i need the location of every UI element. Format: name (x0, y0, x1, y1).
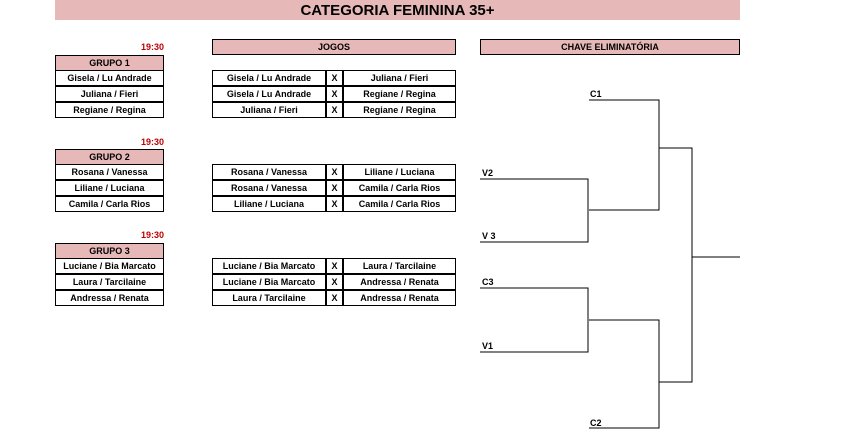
game-team-a: Rosana / Vanessa (212, 164, 326, 180)
versus-mark: X (326, 164, 343, 180)
group-2-pair-1: Rosana / Vanessa (55, 164, 164, 180)
group-1-pair-2: Juliana / Fieri (55, 86, 164, 102)
game-team-b: Juliana / Fieri (343, 70, 456, 86)
versus-mark: X (326, 180, 343, 196)
game-team-b: Andressa / Renata (343, 290, 456, 306)
game-team-b: Liliane / Luciana (343, 164, 456, 180)
game-team-a: Laura / Tarcilaine (212, 290, 326, 306)
game-team-b: Laura / Tarcilaine (343, 258, 456, 274)
bracket-slot-c2: C2 (590, 418, 602, 428)
bracket-slot-v3: V 3 (482, 231, 496, 241)
group-1-pair-1: Gisela / Lu Andrade (55, 70, 164, 86)
group-1-pair-3: Regiane / Regina (55, 102, 164, 118)
group-2-time: 19:30 (140, 137, 164, 147)
page-title: CATEGORIA FEMININA 35+ (55, 0, 740, 20)
game-team-b: Andressa / Renata (343, 274, 456, 290)
bracket-slot-c3: C3 (482, 277, 494, 287)
game-team-a: Juliana / Fieri (212, 102, 326, 118)
game-team-a: Rosana / Vanessa (212, 180, 326, 196)
versus-mark: X (326, 258, 343, 274)
games-header: JOGOS (212, 39, 456, 55)
group-3-pair-3: Andressa / Renata (55, 290, 164, 306)
versus-mark: X (326, 196, 343, 212)
versus-mark: X (326, 290, 343, 306)
versus-mark: X (326, 274, 343, 290)
bracket-header: CHAVE ELIMINATÓRIA (480, 39, 740, 55)
group-1-time: 19:30 (140, 42, 164, 52)
game-team-a: Luciane / Bia Marcato (212, 274, 326, 290)
group-2-pair-3: Camila / Carla Rios (55, 196, 164, 212)
versus-mark: X (326, 102, 343, 118)
game-team-b: Camila / Carla Rios (343, 180, 456, 196)
game-team-b: Regiane / Regina (343, 102, 456, 118)
group-3-pair-1: Luciane / Bia Marcato (55, 258, 164, 274)
group-3-time: 19:30 (140, 230, 164, 240)
group-3-pair-2: Laura / Tarcilaine (55, 274, 164, 290)
versus-mark: X (326, 86, 343, 102)
game-team-a: Liliane / Luciana (212, 196, 326, 212)
bracket-slot-v1: V1 (482, 341, 494, 351)
game-team-b: Regiane / Regina (343, 86, 456, 102)
game-team-a: Luciane / Bia Marcato (212, 258, 326, 274)
bracket-slot-c1: C1 (590, 89, 602, 99)
game-team-a: Gisela / Lu Andrade (212, 70, 326, 86)
game-team-a: Gisela / Lu Andrade (212, 86, 326, 102)
group-2-pair-2: Liliane / Luciana (55, 180, 164, 196)
bracket-slot-v2: V2 (482, 168, 494, 178)
versus-mark: X (326, 70, 343, 86)
game-team-b: Camila / Carla Rios (343, 196, 456, 212)
